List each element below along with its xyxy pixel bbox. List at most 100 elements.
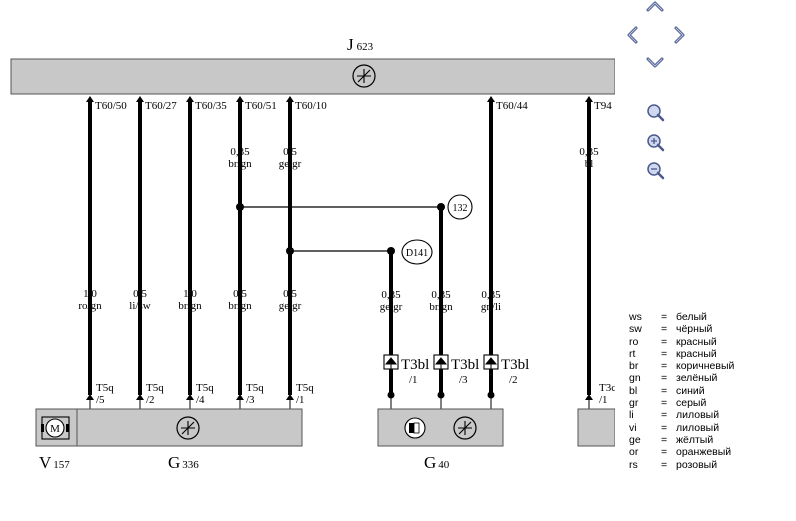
splice-d141: D141	[401, 239, 433, 265]
legend-row: ro=красный	[629, 335, 717, 348]
top-pin-labels: T60/50 T60/27 T60/35 T60/51 T60/10 T60/4…	[95, 100, 612, 112]
svg-text:/2: /2	[509, 374, 518, 386]
bottom-pin-labels: T5q/5 T5q/2 T5q/4 T5q/3 T5q/1 T3c/1	[96, 382, 616, 406]
sensor-symbol-icon	[453, 416, 477, 440]
legend-row: or=оранжевый	[629, 446, 732, 459]
wire-size: 1,0	[183, 288, 197, 300]
top-pin-arrows	[86, 96, 593, 102]
svg-text:/1: /1	[296, 394, 305, 406]
wire-size: 0,35	[579, 146, 599, 158]
bottom-pin-stubs	[89, 398, 590, 409]
svg-text:/3: /3	[459, 374, 468, 386]
arrow-left-icon[interactable]	[622, 24, 642, 46]
svg-text:132: 132	[453, 203, 468, 214]
sensor-symbol-icon	[352, 64, 376, 88]
wire-color: br/gn	[228, 158, 252, 170]
svg-text:T3bl: T3bl	[501, 357, 529, 373]
sensor-g40	[377, 408, 504, 447]
wire-color: ro/gn	[78, 300, 102, 312]
svg-text:D141: D141	[406, 248, 428, 259]
wire-color: gn/li	[481, 301, 501, 313]
legend-row: bl=синий	[629, 384, 705, 397]
bottom-pin-arrows	[86, 391, 593, 400]
svg-text:/3: /3	[246, 394, 255, 406]
wire-color: ge/gr	[279, 300, 302, 312]
svg-text:T5q: T5q	[196, 382, 214, 394]
wire-size: 0,35	[431, 289, 451, 301]
svg-text:/1: /1	[409, 374, 418, 386]
svg-text:T5q: T5q	[296, 382, 314, 394]
svg-text:/1: /1	[599, 394, 608, 406]
wire-color: li/sw	[129, 300, 150, 312]
pin-t60-35: T60/35	[195, 100, 227, 112]
lower-wire-specs: 1,0 ro/gn 0,5 li/sw 1,0 br/gn 0,5 br/gn …	[78, 288, 501, 313]
wire-size: 0,5	[133, 288, 147, 300]
svg-text:T3c: T3c	[599, 382, 616, 394]
svg-text:T5q: T5q	[146, 382, 164, 394]
pin-t60-10: T60/10	[295, 100, 327, 112]
wire-size: 0,5	[283, 288, 297, 300]
svg-text:T5q: T5q	[246, 382, 264, 394]
pin-t60-51: T60/51	[245, 100, 277, 112]
wire-size: 0,5	[283, 146, 297, 158]
svg-text:T3bl: T3bl	[451, 357, 479, 373]
zoom-in-icon[interactable]	[647, 134, 665, 152]
svg-text:M: M	[50, 423, 60, 435]
upper-wire-specs: 0,35 br/gn 0,5 ge/gr 0,35 bl	[228, 146, 599, 170]
wires	[88, 100, 591, 395]
hall-sensor-icon	[404, 417, 426, 439]
navigation-panel	[620, 0, 692, 190]
legend-row: ws=белый	[629, 311, 707, 323]
wire-color: br/gn	[429, 301, 453, 313]
arrow-right-icon[interactable]	[670, 24, 690, 46]
wire-color: bl	[585, 158, 594, 170]
svg-text:/2: /2	[146, 394, 155, 406]
zoom-icon[interactable]	[647, 104, 665, 122]
legend-row: gn=зелёный	[629, 372, 718, 385]
legend-row: rs=розовый	[629, 458, 718, 471]
arrow-up-icon[interactable]	[644, 0, 666, 14]
wire-color: br/gn	[178, 300, 202, 312]
legend-row: gr=серый	[629, 397, 707, 410]
t3bl-labels: T3bl /1 T3bl /3 T3bl /2	[401, 357, 529, 386]
legend-row: vi=лиловый	[629, 421, 720, 434]
motor-icon: M	[41, 416, 70, 440]
pin-t60-50: T60/50	[95, 100, 127, 112]
splice-lines	[240, 206, 441, 252]
legend-row: rt=красный	[629, 347, 717, 360]
svg-text:/4: /4	[196, 394, 205, 406]
pin-t60-44: T60/44	[496, 100, 528, 112]
arrow-down-icon[interactable]	[644, 54, 666, 70]
zoom-out-icon[interactable]	[647, 162, 665, 180]
legend-row: sw=чёрный	[629, 323, 713, 336]
control-unit-j623	[10, 58, 616, 95]
wire-size: 0,35	[481, 289, 501, 301]
sensor-symbol-icon	[176, 416, 200, 440]
splice-132: 132	[447, 194, 473, 220]
wire-color: ge/gr	[279, 158, 302, 170]
color-legend: ws=белый sw=чёрный ro=красный rt=красный…	[629, 311, 734, 471]
pin-t94: T94	[594, 100, 612, 112]
side-panel-background	[615, 0, 796, 521]
component-partial	[577, 408, 616, 447]
svg-text:/5: /5	[96, 394, 105, 406]
junction-dots	[236, 203, 445, 255]
legend-row: ge=жёлтый	[629, 433, 714, 446]
wire-size: 0,35	[230, 146, 250, 158]
svg-text:T5q: T5q	[96, 382, 114, 394]
wire-color: br/gn	[228, 300, 252, 312]
wire-size: 0,5	[233, 288, 247, 300]
wire-color: ge/gr	[380, 301, 403, 313]
connector-icon	[383, 354, 499, 370]
svg-text:T3bl: T3bl	[401, 357, 429, 373]
pin-t60-27: T60/27	[145, 100, 177, 112]
wire-size: 0,35	[381, 289, 401, 301]
legend-row: br=коричневый	[629, 360, 735, 373]
wire-size: 1,0	[83, 288, 97, 300]
